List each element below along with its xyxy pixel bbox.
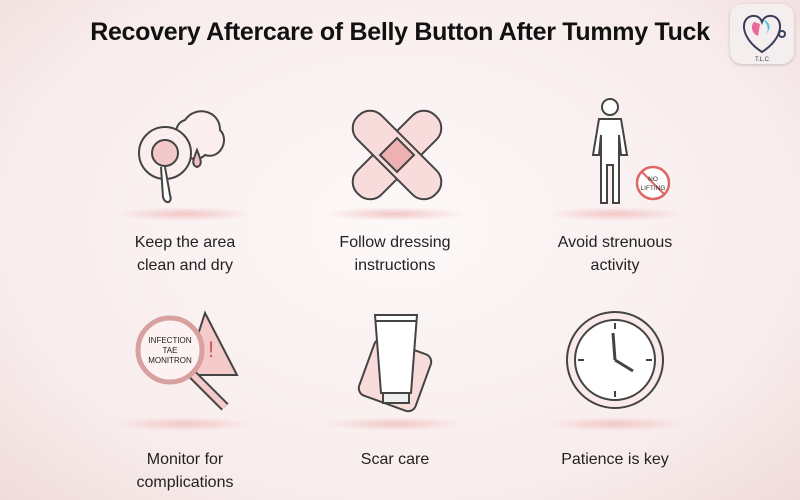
scar-cream-icon: [335, 305, 455, 425]
svg-text:MONITRON: MONITRON: [148, 356, 192, 365]
page-title: Recovery Aftercare of Belly Button After…: [90, 18, 710, 46]
logo-heart-stethoscope-icon: T.L.C: [743, 14, 786, 63]
svg-text:LIFTING: LIFTING: [641, 185, 666, 192]
svg-text:!: !: [208, 337, 214, 362]
clock-icon: [555, 305, 675, 425]
no-lifting-icon: NO LIFTING: [555, 95, 675, 215]
logo: T.L.C: [730, 4, 794, 64]
logo-text: T.L.C: [755, 57, 770, 63]
tip-label: Scar care: [360, 451, 430, 468]
magnifier-warning-icon: ! INFECTION TAE MONITRON: [125, 305, 245, 425]
bandage-icon: [335, 95, 455, 215]
cotton-pads-icon: [125, 95, 245, 215]
svg-text:NO: NO: [648, 176, 658, 183]
tip-label: Patience is key: [561, 451, 669, 468]
svg-text:TAE: TAE: [163, 346, 178, 355]
svg-text:INFECTION: INFECTION: [148, 336, 191, 345]
